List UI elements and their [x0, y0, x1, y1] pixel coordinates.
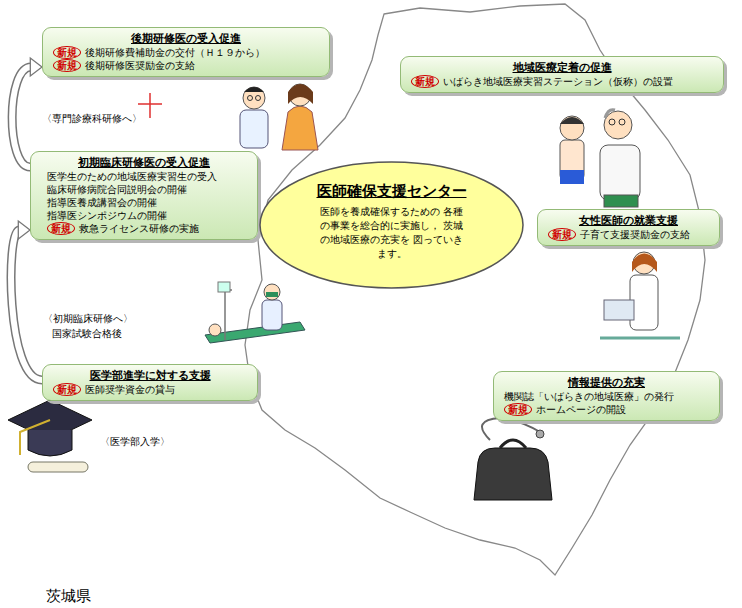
item-text: 後期研修費補助金の交付（Ｈ１９から）	[85, 47, 265, 58]
box-heading: 初期臨床研修医の受入促進	[41, 155, 247, 170]
item-text: 後期研修医奨励金の支給	[85, 60, 195, 71]
measure-box: 初期臨床研修医の受入促進医学生のための地域医療実習生の受入臨床研修病院合同説明会…	[30, 151, 258, 240]
measure-box: 地域医療定着の促進新規いばらき地域医療実習ステーション（仮称）の設置	[400, 56, 724, 93]
center-ellipse: 医師確保支援センター医師を養成確保するための 各種の事業を総合的に実施し， 茨城…	[258, 160, 525, 290]
item-text: 医師奨学資金の貸与	[85, 384, 175, 395]
item-text: 臨床研修病院合同説明会の開催	[47, 184, 187, 195]
item-text: 救急ライセンス研修の実施	[79, 223, 199, 234]
box-line: 新規いばらき地域医療実習ステーション（仮称）の設置	[411, 75, 713, 88]
box-heading: 地域医療定着の促進	[411, 60, 713, 75]
item-text: いばらき地域医療実習ステーション（仮称）の設置	[443, 76, 673, 87]
female-doctor	[600, 252, 680, 338]
measure-box: 情報提供の充実機関誌「いばらきの地域医療」の発行新規ホームページの開設	[493, 371, 720, 421]
doctor-and-patient	[240, 84, 318, 150]
box-line: 新規後期研修医奨励金の支給	[53, 59, 319, 72]
page-caption: 茨城県	[46, 590, 91, 603]
new-badge: 新規	[548, 228, 576, 241]
new-badge: 新規	[47, 222, 75, 235]
item-text: ホームページの開設	[536, 404, 626, 415]
box-line: 新規ホームページの開設	[504, 403, 709, 416]
box-heading: 女性医師の就業支援	[548, 213, 709, 228]
item-text: 機関誌「いばらきの地域医療」の発行	[504, 391, 674, 402]
stage-label: 国家試験合格後	[52, 327, 122, 340]
graduation-cap	[8, 400, 92, 472]
item-text: 指導医シンポジウムの開催	[47, 210, 167, 221]
item-text: 医学生のための地域医療実習生の受入	[47, 171, 217, 182]
box-line: 新規医師奨学資金の貸与	[53, 383, 247, 396]
new-badge: 新規	[53, 59, 81, 72]
curved-arrow	[11, 221, 42, 380]
center-title: 医師確保支援センター	[258, 182, 525, 201]
box-line: 新規救急ライセンス研修の実施	[41, 222, 247, 235]
new-badge: 新規	[53, 383, 81, 396]
box-line: 新規子育て支援奨励金の支給	[548, 228, 709, 241]
box-line: 臨床研修病院合同説明会の開催	[41, 183, 247, 196]
new-badge: 新規	[53, 46, 81, 59]
stage-label: 〈医学部入学〉	[100, 435, 170, 448]
box-heading: 情報提供の充実	[504, 375, 709, 390]
item-text: 指導医養成講習会の開催	[47, 197, 157, 208]
measure-box: 医学部進学に対する支援新規医師奨学資金の貸与	[42, 364, 258, 401]
measure-box: 女性医師の就業支援新規子育て支援奨励金の支給	[537, 209, 720, 246]
box-heading: 後期研修医の受入促進	[53, 31, 319, 46]
stage-label: 〈初期臨床研修へ〉	[43, 312, 133, 325]
box-line: 新規後期研修費補助金の交付（Ｈ１９から）	[53, 46, 319, 59]
box-line: 指導医養成講習会の開催	[41, 196, 247, 209]
new-badge: 新規	[504, 403, 532, 416]
box-line: 医学生のための地域医療実習生の受入	[41, 170, 247, 183]
box-line: 機関誌「いばらきの地域医療」の発行	[504, 390, 709, 403]
stage-label: 〈専門診療科研修へ〉	[42, 112, 142, 125]
surgery-scene	[205, 282, 305, 343]
doctor-and-child	[560, 110, 640, 207]
item-text: 子育て支援奨励金の支給	[580, 229, 690, 240]
center-body: 医師を養成確保するための 各種の事業を総合的に実施し， 茨城の地域医療の充実を …	[317, 205, 467, 261]
box-heading: 医学部進学に対する支援	[53, 368, 247, 383]
new-badge: 新規	[411, 75, 439, 88]
box-line: 指導医シンポジウムの開催	[41, 209, 247, 222]
measure-box: 後期研修医の受入促進新規後期研修費補助金の交付（Ｈ１９から）新規後期研修医奨励金…	[42, 27, 330, 77]
doctor-bag	[474, 418, 552, 500]
